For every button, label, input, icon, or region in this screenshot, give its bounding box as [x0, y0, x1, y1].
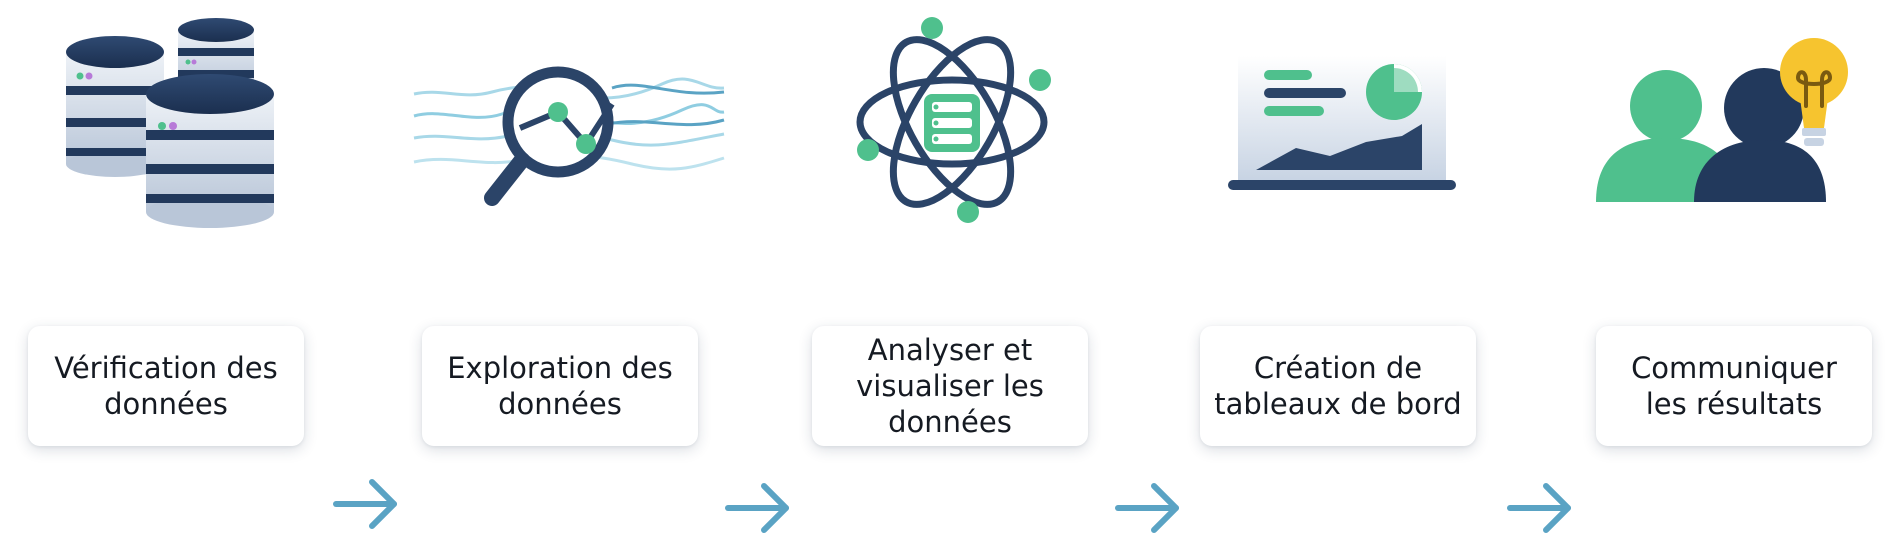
step-card-dashboards: Création de tableaux de bord [1200, 326, 1476, 446]
step-card-communication: Communiquer les résultats [1596, 326, 1872, 446]
right-arrow-icon [1108, 472, 1188, 544]
step-label: Analyser et visualiser les données [856, 333, 1044, 439]
step-card-exploration: Exploration des données [422, 326, 698, 446]
magnifier-trend-icon [412, 58, 728, 218]
right-arrow-icon [326, 468, 406, 540]
atom-server-icon [852, 10, 1052, 230]
step-card-analysis: Analyser et visualiser les données [812, 326, 1088, 446]
dashboard-screen-icon [1226, 52, 1462, 202]
database-stack-icon [60, 14, 290, 234]
step-label: Vérification des données [54, 351, 278, 421]
step-card-verification: Vérification des données [28, 326, 304, 446]
step-label: Création de tableaux de bord [1214, 351, 1462, 421]
right-arrow-icon [1500, 472, 1580, 544]
step-label: Communiquer les résultats [1631, 351, 1837, 421]
people-idea-icon [1594, 36, 1854, 206]
right-arrow-icon [718, 472, 798, 544]
step-label: Exploration des données [447, 351, 673, 421]
